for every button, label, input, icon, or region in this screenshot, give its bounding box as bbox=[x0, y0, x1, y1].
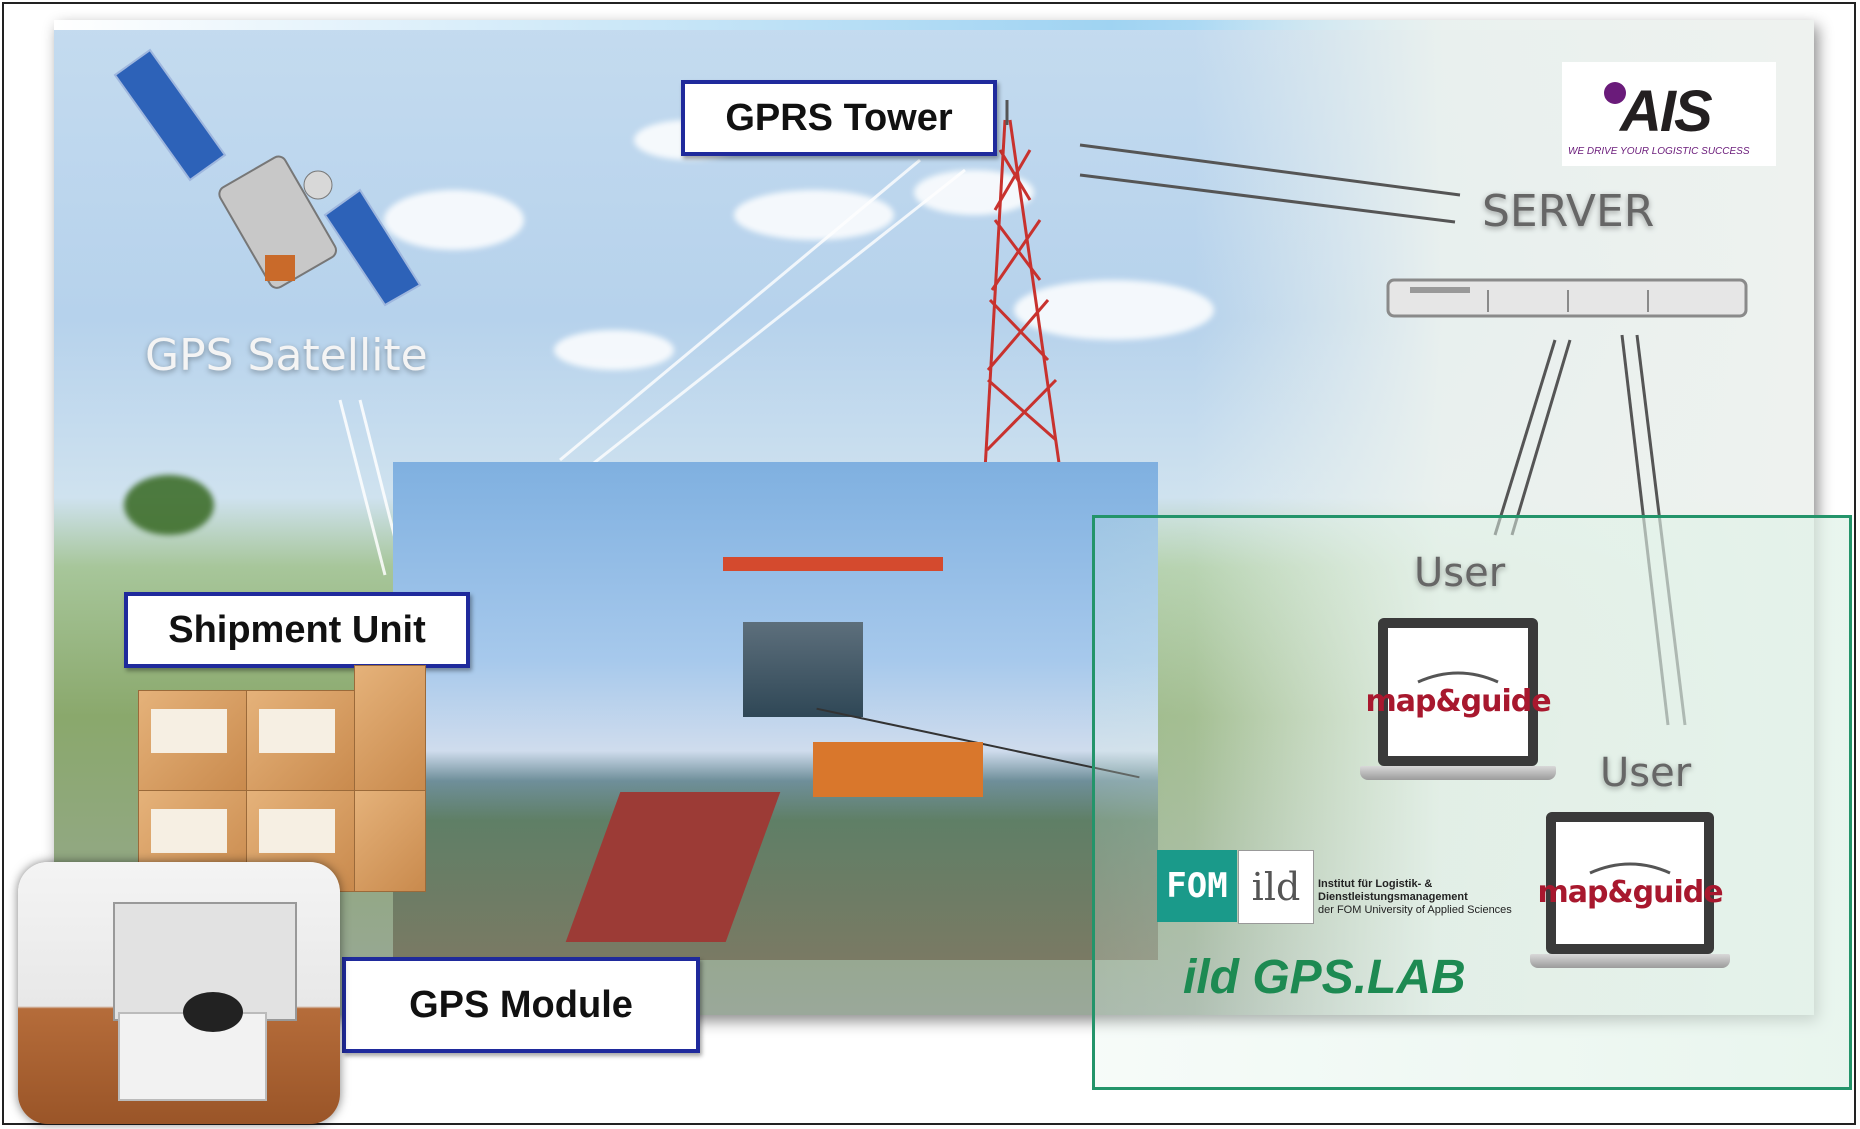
cloud bbox=[1014, 280, 1214, 340]
server-label: SERVER bbox=[1482, 186, 1655, 237]
gps-module-label: GPS Module bbox=[342, 957, 700, 1053]
map-guide-logo: map&guide bbox=[1537, 874, 1723, 910]
user-label-1: User bbox=[1414, 550, 1506, 596]
gps-satellite-label: GPS Satellite bbox=[145, 330, 428, 381]
container-ship bbox=[743, 622, 863, 717]
ais-logo-tagline: WE DRIVE YOUR LOGISTIC SUCCESS bbox=[1568, 146, 1750, 157]
map-guide-logo: map&guide bbox=[1365, 683, 1551, 719]
ais-logo-text: AIS bbox=[1620, 79, 1713, 144]
ild-gps-lab-box bbox=[1092, 515, 1852, 1090]
fom-logo: FOM bbox=[1157, 850, 1237, 922]
truck-container bbox=[813, 742, 983, 797]
tower-icon bbox=[983, 100, 1062, 471]
user-label-2: User bbox=[1600, 750, 1692, 796]
ais-logo-dot bbox=[1604, 82, 1626, 104]
map-guide-arc bbox=[1417, 671, 1499, 683]
satellite-icon bbox=[113, 48, 422, 307]
cloud bbox=[554, 330, 674, 370]
shipment-unit-label: Shipment Unit bbox=[124, 592, 470, 668]
ild-logo: ild bbox=[1238, 850, 1314, 924]
freight-train bbox=[565, 792, 781, 942]
port-photo bbox=[393, 462, 1158, 960]
fom-logo-text: FOM bbox=[1166, 866, 1228, 906]
ais-logo: AIS WE DRIVE YOUR LOGISTIC SUCCESS bbox=[1562, 62, 1776, 166]
antenna bbox=[183, 992, 243, 1032]
ild-gps-lab-title: ild GPS.LAB bbox=[1183, 951, 1466, 1004]
gps-module-photo bbox=[18, 862, 340, 1124]
crane bbox=[723, 557, 943, 691]
gprs-tower-label: GPRS Tower bbox=[681, 80, 997, 156]
scene-top-band bbox=[54, 20, 1814, 30]
ild-institute-text: Institut für Logistik- & Dienstleistungs… bbox=[1318, 878, 1512, 917]
server-icon bbox=[1386, 278, 1748, 318]
cloud bbox=[734, 190, 894, 240]
map-guide-arc bbox=[1589, 862, 1671, 874]
ild-line-3: der FOM University of Applied Sciences bbox=[1318, 904, 1512, 916]
ild-line-2: Dienstleistungsmanagement bbox=[1318, 891, 1468, 903]
ild-logo-text: ild bbox=[1251, 865, 1301, 909]
tree bbox=[124, 475, 214, 535]
cloud bbox=[384, 190, 524, 250]
ild-line-1: Institut für Logistik- & bbox=[1318, 878, 1433, 890]
